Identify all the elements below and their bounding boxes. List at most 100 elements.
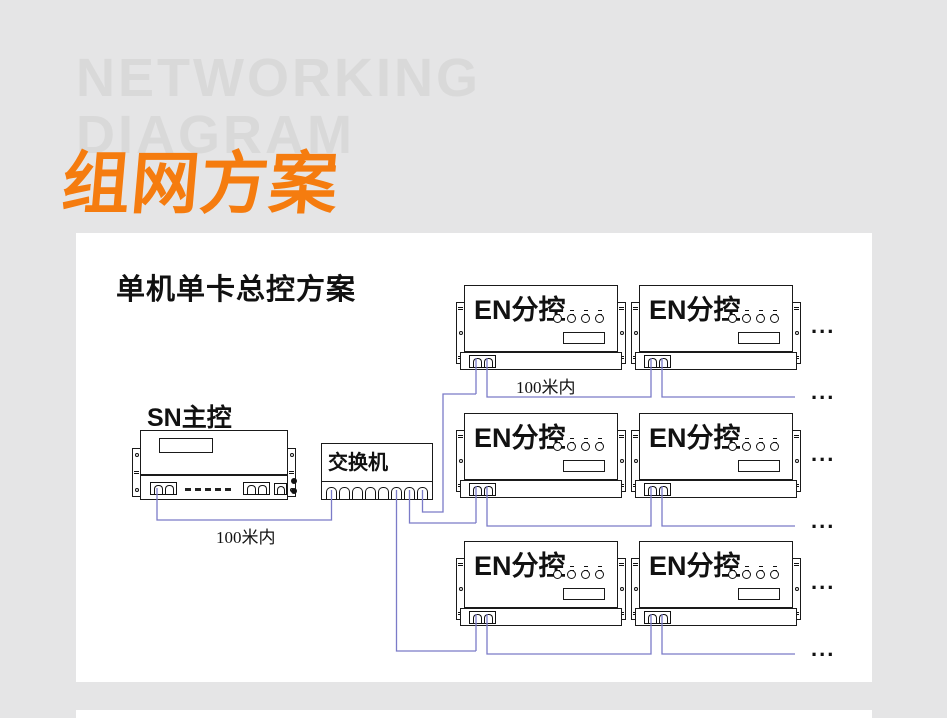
en-controller: EN分控: [631, 413, 801, 498]
en-controller: EN分控: [456, 285, 626, 370]
indicator-leds-icon: [728, 566, 779, 579]
en-chassis: EN分控: [464, 285, 618, 352]
display-window: [563, 332, 605, 344]
slot-icon: [794, 435, 799, 438]
rj45-jack-icon: [658, 614, 668, 623]
en-chassis: EN分控: [639, 285, 793, 352]
slot-icon: [458, 563, 463, 566]
screw-hole-icon: [134, 488, 139, 492]
display-window: [563, 460, 605, 472]
en-chassis: EN分控: [639, 413, 793, 480]
switch-port-strip: [322, 481, 432, 499]
screw-hole-icon: [619, 331, 624, 335]
ethernet-dual-port-icon: [644, 483, 671, 496]
connector-dot-icon: [291, 488, 297, 494]
screw-hole-icon: [619, 587, 624, 591]
indicator-leds-icon: [553, 438, 604, 451]
slot-icon: [458, 435, 463, 438]
sn-master-label: SN主控: [147, 404, 232, 432]
switch-label: 交换机: [328, 452, 388, 474]
en-chassis: EN分控: [464, 541, 618, 608]
rj45-jack-icon: [483, 358, 493, 367]
slot-icon: [794, 307, 799, 310]
en-port-strip: [460, 480, 622, 498]
rj45-jack-icon: [339, 487, 350, 499]
more-wire-ellipsis: ...: [811, 379, 836, 404]
display-window: [738, 332, 780, 344]
ethernet-dual-port-icon: [469, 483, 496, 496]
more-wire-ellipsis: ...: [811, 508, 836, 533]
ethernet-dual-port-icon: [644, 355, 671, 368]
en-label: EN分控: [649, 551, 741, 581]
rj45-jack-icon: [326, 487, 337, 499]
sn-chassis: [140, 430, 288, 475]
screw-hole-icon: [633, 459, 638, 463]
screw-hole-icon: [289, 453, 294, 457]
slot-icon: [794, 563, 799, 566]
en-label: EN分控: [649, 423, 741, 453]
screw-hole-icon: [794, 331, 799, 335]
en-port-strip: [635, 480, 797, 498]
slot-icon: [633, 563, 638, 566]
indicator-leds-icon: [728, 310, 779, 323]
rj45-jack-icon: [276, 486, 285, 494]
rj45-jack-icon: [365, 487, 376, 499]
ethernet-dual-port-icon: [469, 355, 496, 368]
en-controller: EN分控: [631, 541, 801, 626]
sn-port-strip: [140, 475, 297, 500]
distance-label-master: 100米内: [216, 528, 276, 547]
en-label: EN分控: [474, 295, 566, 325]
screw-hole-icon: [633, 587, 638, 591]
en-port-strip: [460, 608, 622, 626]
screw-hole-icon: [633, 331, 638, 335]
rj45-jack-icon: [472, 358, 482, 367]
rj45-jack-icon: [647, 614, 657, 623]
scheme-heading: 单机单卡总控方案: [116, 274, 357, 306]
more-devices-ellipsis: ...: [811, 569, 836, 594]
more-devices-ellipsis: ...: [811, 441, 836, 466]
rj45-jack-icon: [658, 486, 668, 495]
ethernet-port-icon: [274, 483, 287, 495]
rj45-jack-icon: [153, 485, 163, 494]
en-label: EN分控: [649, 295, 741, 325]
screw-hole-icon: [458, 587, 463, 591]
connector-dot-icon: [291, 478, 297, 484]
rj45-jack-icon: [164, 485, 174, 494]
screw-hole-icon: [794, 587, 799, 591]
en-controller: EN分控: [456, 541, 626, 626]
slot-icon: [633, 435, 638, 438]
en-controller: EN分控: [631, 285, 801, 370]
screw-hole-icon: [458, 331, 463, 335]
slot-icon: [619, 435, 624, 438]
ethernet-dual-port-icon: [150, 482, 177, 495]
rj45-jack-icon: [417, 487, 428, 499]
rj45-jack-icon: [483, 486, 493, 495]
rj45-jack-icon: [257, 485, 267, 494]
rj45-jack-icon: [352, 487, 363, 499]
en-chassis: EN分控: [639, 541, 793, 608]
rj45-jack-icon: [483, 614, 493, 623]
indicator-leds-icon: [553, 310, 604, 323]
display-window: [738, 460, 780, 472]
lcd-display: [159, 438, 213, 453]
rj45-jack-icon: [647, 358, 657, 367]
watermark-line1: NETWORKING: [76, 48, 481, 108]
screw-hole-icon: [458, 459, 463, 463]
en-port-strip: [460, 352, 622, 370]
slot-icon: [134, 471, 139, 474]
slot-icon: [458, 307, 463, 310]
screw-hole-icon: [134, 453, 139, 457]
rj45-jack-icon: [391, 487, 402, 499]
en-port-strip: [635, 352, 797, 370]
more-wire-ellipsis: ...: [811, 636, 836, 661]
display-window: [563, 588, 605, 600]
display-window: [738, 588, 780, 600]
en-controller: EN分控: [456, 413, 626, 498]
rj45-jack-icon: [404, 487, 415, 499]
sn-master-device: [132, 430, 297, 500]
switch-device: 交换机: [321, 443, 433, 500]
en-label: EN分控: [474, 423, 566, 453]
rj45-jack-icon: [378, 487, 389, 499]
